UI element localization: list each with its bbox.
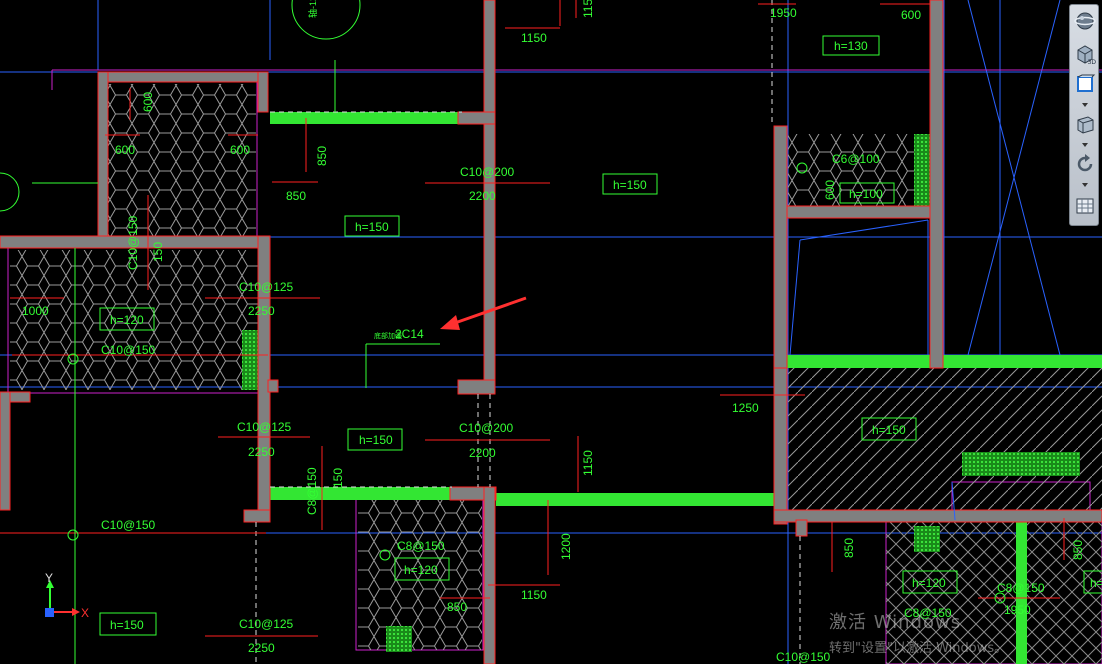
slab-height-label: h=120 — [912, 576, 946, 590]
dimension-label: 1150 — [521, 588, 547, 602]
perspective-cube-icon[interactable] — [1072, 111, 1098, 137]
rebar-label: 2C14 — [395, 327, 424, 341]
rebar-label: C10@125 — [239, 617, 294, 631]
dimension-label: 2200 — [469, 189, 496, 203]
rebar-label: C10@200 — [459, 421, 514, 435]
dimension-label-vertical: 150 — [151, 242, 165, 262]
dimension-label-vertical: 1200 — [559, 533, 573, 560]
rebar-label-vertical: C8@150 — [305, 467, 319, 515]
rebar-label: C10@150 — [776, 650, 831, 664]
rebar-label: C10@150 — [101, 518, 156, 532]
3d-view-label: 3D — [1087, 59, 1096, 66]
slab-height-label: h=100 — [849, 187, 883, 201]
dimension-label-vertical: 150 — [331, 468, 345, 488]
navigation-toolbar: 3D — [1069, 4, 1099, 226]
chevron-down-icon[interactable] — [1082, 103, 1088, 107]
hidden-lines — [255, 0, 801, 664]
slab-height-label: h=150 — [110, 618, 144, 632]
dimension-label: 600 — [230, 143, 250, 157]
dimension-lines — [0, 0, 1065, 637]
watermark-subtitle: 转到"设置"以激活 Windows。 — [829, 641, 1008, 656]
dimension-label: 2200 — [469, 446, 496, 460]
dimension-label-vertical: 850 — [315, 146, 329, 166]
rebar-label: C6@100 — [832, 152, 880, 166]
slab-height-label: h=150 — [359, 433, 393, 447]
rebar-label: C10@125 — [239, 280, 294, 294]
view-grid-icon[interactable] — [1072, 193, 1098, 219]
ucs-x-label: X — [81, 606, 89, 620]
slab-height-label: h=150 — [872, 423, 906, 437]
rebar-label-vertical: C10@150 — [126, 215, 140, 270]
dimension-label-vertical: 600 — [823, 180, 837, 200]
dimension-label: 1150 — [521, 31, 547, 45]
slab-height-label: h=150 — [1090, 576, 1102, 590]
rebar-label: C10@125 — [237, 420, 292, 434]
slab-height-label: h=150 — [613, 178, 647, 192]
rebar-label: C10@200 — [460, 165, 515, 179]
rebar-label: C10@150 — [101, 343, 156, 357]
orbit-sphere-icon[interactable] — [1072, 8, 1098, 34]
dimension-label: 1000 — [22, 304, 49, 318]
dimension-label-vertical: 600 — [141, 92, 155, 112]
dimension-label-vertical: 1150 — [581, 450, 595, 476]
slab-height-label: h=150 — [355, 220, 389, 234]
ground-fills — [242, 112, 1102, 664]
dimension-label: 1950 — [1004, 603, 1031, 617]
dimension-label: 850 — [286, 189, 306, 203]
dimension-label: 2250 — [248, 641, 275, 655]
ramp-lines — [789, 219, 956, 521]
rotate-view-icon[interactable] — [1072, 151, 1098, 177]
dimension-label: 1950 — [770, 6, 797, 20]
slab-height-boxes — [99, 35, 1102, 636]
slab-height-label: h=120 — [110, 313, 144, 327]
dimension-label-vertical: 850 — [842, 538, 856, 558]
dimension-label-vertical: 850 — [1071, 540, 1085, 560]
dimension-label-vertical: 1150 — [581, 0, 595, 18]
rebar-label: C8@150 — [397, 539, 445, 553]
rebar-label: C8@150 — [904, 606, 952, 620]
hatched-regions — [10, 84, 1102, 664]
3d-view-cube-icon[interactable]: 3D — [1072, 41, 1098, 67]
ucs-icon: Y X — [45, 571, 89, 620]
windows-activation-watermark: 激活 Windows 转到"设置"以激活 Windows。 — [829, 608, 1007, 656]
chevron-down-icon[interactable] — [1082, 183, 1088, 187]
dimension-label: 850 — [447, 600, 467, 614]
watermark-title: 激活 Windows — [829, 612, 962, 633]
dimension-label: 600 — [901, 8, 921, 22]
note-prefix-label: 底部加强 — [374, 331, 402, 340]
chevron-down-icon[interactable] — [1082, 143, 1088, 147]
dimension-label: 600 — [115, 143, 135, 157]
dimension-label: 2250 — [248, 304, 275, 318]
axis-circle-tag: 轴-12-0 — [307, 0, 318, 18]
slab-height-label: h=120 — [404, 563, 438, 577]
top-view-cube-icon[interactable] — [1072, 71, 1098, 97]
rebar-label: C8@150 — [997, 581, 1045, 595]
slab-height-label: h=130 — [834, 39, 868, 53]
annotation-arrow — [440, 296, 527, 330]
dimension-label: 2250 — [248, 445, 275, 459]
dimension-label: 1250 — [732, 401, 759, 415]
leader-lines — [0, 0, 1006, 664]
ucs-y-label: Y — [45, 571, 53, 585]
